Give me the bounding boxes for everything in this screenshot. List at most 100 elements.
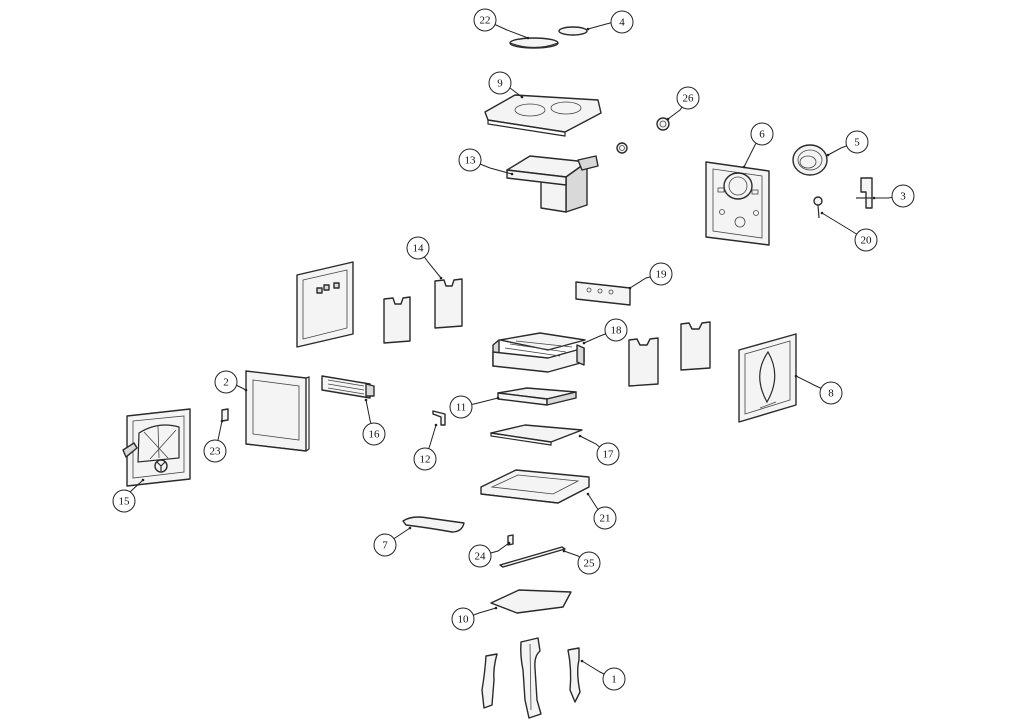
- callout-leader-tip: [510, 172, 514, 176]
- part-bottom-frame: [480, 469, 590, 504]
- callout-12: 12: [413, 423, 438, 471]
- callout-23: 23: [203, 419, 227, 463]
- callout-25: 25: [562, 549, 601, 575]
- callout-circle: [458, 148, 482, 172]
- callout-5: 5: [826, 130, 869, 157]
- part-firebrick-rear-a: [628, 337, 659, 387]
- part-hotplate-cover: [509, 37, 559, 49]
- part-small-disc: [558, 26, 588, 36]
- callout-circle: [604, 318, 628, 342]
- part-handle-bar: [402, 516, 465, 533]
- callout-leader-tip: [666, 117, 670, 121]
- callout-10: 10: [451, 606, 498, 631]
- callout-number: 9: [497, 78, 503, 90]
- callout-20: 20: [820, 211, 878, 252]
- callout-circle: [854, 228, 878, 252]
- part-flue-collar: [792, 144, 828, 176]
- part-front-door: [122, 408, 191, 487]
- callout-circle: [602, 667, 626, 691]
- callout-1: 1: [580, 659, 626, 691]
- callout-leader-tip: [742, 165, 746, 169]
- callout-number: 23: [210, 446, 222, 458]
- part-firebrick-right: [434, 278, 463, 329]
- callout-number: 1: [611, 674, 617, 686]
- callout-circle: [596, 442, 620, 466]
- callout-22: 22: [473, 8, 530, 40]
- part-base-plate: [490, 424, 583, 446]
- callout-circle: [676, 86, 700, 110]
- callout-14: 14: [406, 236, 443, 280]
- callout-16: 16: [362, 398, 386, 446]
- callout-leader-tip: [507, 541, 511, 545]
- callout-circle: [473, 8, 497, 32]
- part-baffle: [506, 155, 599, 213]
- part-leg-right: [567, 647, 581, 703]
- callout-number: 20: [861, 235, 873, 247]
- callout-circle: [373, 533, 397, 557]
- callout-leader-tip: [244, 388, 248, 392]
- part-small-ring: [616, 142, 628, 154]
- callout-circle: [845, 130, 869, 154]
- callout-leader-tip: [364, 398, 368, 402]
- callout-leader-tip: [628, 286, 632, 290]
- callout-circle: [214, 370, 238, 394]
- callout-circle: [203, 439, 227, 463]
- callout-18: 18: [582, 318, 628, 345]
- callout-circle: [451, 607, 475, 631]
- callout-layer: 22 4 9 26 13 6 5 3 20 14 19 18 8 2 16 11 23 12 17 15 21 7 24 25…: [112, 8, 915, 691]
- callout-leader-tip: [439, 276, 443, 280]
- callout-8: 8: [794, 374, 843, 405]
- part-leg-center: [520, 637, 542, 719]
- callout-21: 21: [586, 492, 617, 530]
- callout-number: 26: [683, 93, 695, 105]
- callout-4: 4: [586, 10, 634, 34]
- callout-number: 25: [584, 558, 596, 570]
- callout-13: 13: [458, 148, 514, 176]
- callout-number: 17: [603, 449, 615, 461]
- part-small-bracket: [432, 410, 446, 426]
- callout-leader-tip: [794, 374, 798, 378]
- part-grate: [492, 332, 586, 373]
- callout-number: 5: [854, 137, 860, 149]
- callout-15: 15: [112, 478, 145, 513]
- callout-number: 2: [223, 377, 229, 389]
- callout-number: 15: [119, 496, 131, 508]
- callout-9: 9: [488, 71, 524, 99]
- part-top-plate: [484, 94, 602, 137]
- callout-leader-tip: [408, 526, 412, 530]
- callout-leader-tip: [586, 492, 590, 496]
- part-air-slide: [321, 375, 375, 399]
- callout-leader-tip: [562, 549, 566, 553]
- callout-number: 16: [369, 429, 381, 441]
- callout-circle: [819, 381, 843, 405]
- callout-number: 3: [900, 191, 906, 203]
- callout-11: 11: [449, 395, 500, 419]
- callout-circle: [610, 10, 634, 34]
- callout-6: 6: [742, 122, 774, 169]
- callout-number: 18: [611, 325, 623, 337]
- callout-7: 7: [373, 526, 412, 557]
- part-door-frame: [245, 370, 310, 452]
- callout-leader-tip: [496, 396, 500, 400]
- callout-circle: [413, 447, 437, 471]
- callout-number: 21: [600, 513, 611, 525]
- callout-circle: [112, 489, 136, 513]
- part-back-panel: [705, 161, 770, 246]
- callout-number: 4: [619, 17, 625, 29]
- callout-circle: [488, 71, 512, 95]
- callout-leader-tip: [434, 423, 438, 427]
- callout-leader-tip: [526, 36, 530, 40]
- part-bracket: [856, 177, 873, 209]
- callout-26: 26: [666, 86, 700, 121]
- callout-19: 19: [628, 262, 673, 290]
- callout-leader-tip: [580, 659, 584, 663]
- callout-3: 3: [872, 184, 915, 208]
- callout-leader-tip: [586, 27, 590, 31]
- callout-number: 24: [475, 551, 487, 563]
- callout-number: 11: [456, 402, 467, 414]
- callout-circle: [362, 422, 386, 446]
- part-knob: [813, 196, 823, 219]
- callout-circle: [468, 544, 492, 568]
- callout-circle: [406, 236, 430, 260]
